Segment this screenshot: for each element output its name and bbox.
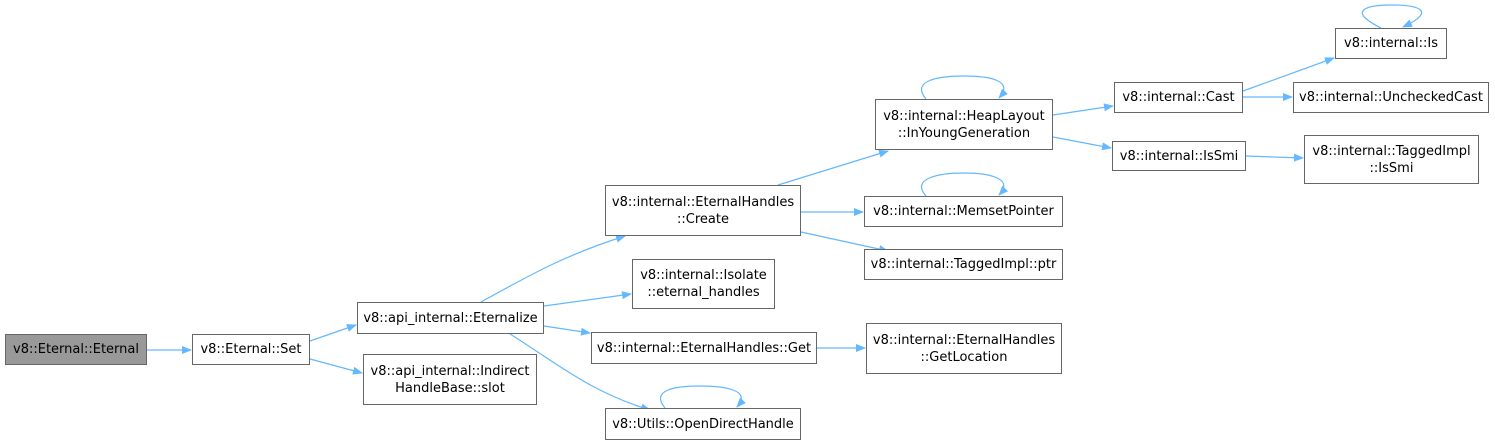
node-indirect-handle-base-slot[interactable]: v8::api_internal::Indirect HandleBase::s… bbox=[363, 354, 537, 405]
node-tagged-impl-is-smi[interactable]: v8::internal::TaggedImpl ::IsSmi bbox=[1304, 135, 1479, 184]
node-internal-unchecked-cast[interactable]: v8::internal::UncheckedCast bbox=[1293, 82, 1489, 113]
node-label-line: v8::internal::Isolate bbox=[640, 268, 767, 283]
node-label-line: v8::Eternal::Set bbox=[200, 342, 302, 357]
node-label-line: HandleBase::slot bbox=[395, 380, 505, 396]
call-edge bbox=[1242, 57, 1335, 92]
call-edge bbox=[1052, 103, 1114, 116]
node-label-line: v8::internal::IsSmi bbox=[1119, 148, 1239, 164]
node-eternal-handles-get[interactable]: v8::internal::EternalHandles::Get bbox=[591, 332, 817, 364]
node-utils-open-direct-handle[interactable]: v8::Utils::OpenDirectHandle bbox=[605, 408, 801, 440]
call-edge bbox=[1052, 136, 1112, 151]
node-internal-is-smi[interactable]: v8::internal::IsSmi bbox=[1112, 141, 1246, 171]
node-label-line: v8::Eternal::Eternal bbox=[13, 342, 139, 357]
call-edge bbox=[509, 333, 651, 412]
node-eternal-eternal[interactable]: v8::Eternal::Eternal bbox=[5, 334, 147, 365]
node-label-line: v8::internal::EternalHandles bbox=[872, 332, 1056, 348]
node-api-internal-eternalize[interactable]: v8::api_internal::Eternalize bbox=[357, 302, 544, 334]
call-edge bbox=[1245, 153, 1304, 162]
node-label-line: v8::internal::TaggedImpl bbox=[1312, 143, 1471, 159]
call-edge bbox=[543, 291, 632, 307]
node-label-line: v8::internal::UncheckedCast bbox=[1299, 90, 1483, 105]
node-label-line: v8::internal::HeapLayout bbox=[883, 108, 1045, 124]
call-edge bbox=[920, 172, 1009, 197]
node-eternal-set[interactable]: v8::Eternal::Set bbox=[192, 334, 310, 365]
node-isolate-eternal-handles[interactable]: v8::internal::Isolate ::eternal_handles bbox=[632, 259, 775, 309]
node-label-line: v8::api_internal::Indirect bbox=[370, 363, 530, 379]
node-memset-pointer[interactable]: v8::internal::MemsetPointer bbox=[864, 196, 1063, 227]
node-label-line: ::IsSmi bbox=[1369, 160, 1414, 176]
node-eternal-handles-get-location[interactable]: v8::internal::EternalHandles ::GetLocati… bbox=[866, 323, 1062, 374]
node-label-line: ::InYoungGeneration bbox=[897, 125, 1031, 141]
node-label-line: ::eternal_handles bbox=[647, 285, 760, 300]
node-label-line: v8::internal::TaggedImpl::ptr bbox=[870, 257, 1057, 272]
call-edge bbox=[543, 325, 591, 336]
call-edge bbox=[800, 231, 889, 253]
node-eternal-handles-create[interactable]: v8::internal::EternalHandles ::Create bbox=[605, 185, 801, 236]
node-label-line: v8::api_internal::Eternalize bbox=[363, 310, 538, 326]
node-internal-cast[interactable]: v8::internal::Cast bbox=[1114, 82, 1243, 113]
node-heap-layout-in-young-generation[interactable]: v8::internal::HeapLayout ::InYoungGenera… bbox=[875, 99, 1053, 150]
call-edge bbox=[777, 149, 889, 186]
call-edge bbox=[1361, 4, 1423, 29]
node-label-line: v8::internal::Cast bbox=[1122, 90, 1235, 105]
call-edge bbox=[480, 234, 626, 303]
node-label-line: v8::internal::MemsetPointer bbox=[873, 204, 1054, 219]
call-edge bbox=[920, 75, 1008, 100]
node-tagged-impl-ptr[interactable]: v8::internal::TaggedImpl::ptr bbox=[864, 249, 1063, 280]
node-label-line: v8::internal::EternalHandles bbox=[611, 194, 795, 210]
node-internal-is[interactable]: v8::internal::Is bbox=[1335, 28, 1447, 59]
node-label-line: ::Create bbox=[677, 211, 729, 227]
node-label-line: ::GetLocation bbox=[920, 349, 1008, 365]
node-label-line: v8::Utils::OpenDirectHandle bbox=[612, 416, 794, 432]
node-label-line: v8::internal::EternalHandles::Get bbox=[596, 340, 812, 356]
call-edge bbox=[659, 385, 746, 409]
node-label-line: v8::internal::Is bbox=[1344, 36, 1438, 51]
call-edge bbox=[309, 324, 357, 342]
call-edge bbox=[309, 358, 363, 375]
